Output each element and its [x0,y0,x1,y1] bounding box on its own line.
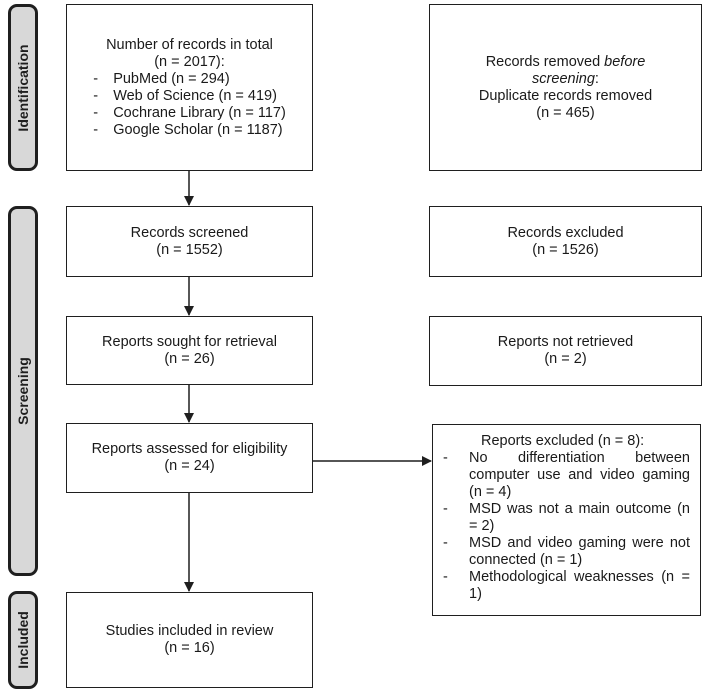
list-item: Web of Science (n = 419) [91,88,286,105]
list-item: Methodological weaknesses (n = 1) [443,569,690,603]
studies-included-count: (n = 16) [164,640,215,656]
list-item: PubMed (n = 294) [91,71,286,88]
identification-box: Number of records in total (n = 2017): P… [66,4,313,171]
list-item: No differentiation between computer use … [443,450,690,501]
list-item: MSD was not a main outcome (n = 2) [443,501,690,535]
records-removed-line3: Duplicate records removed [478,87,653,104]
identification-title: Number of records in total (n = 2017): [106,36,273,70]
reports-excluded-title: Reports excluded (n = 8): [481,433,645,449]
records-removed-box: Records removed before screening: Duplic… [429,4,702,171]
source-list: PubMed (n = 294) Web of Science (n = 419… [91,71,286,139]
phase-identification: Identification [8,4,38,171]
records-screened-box: Records screened (n = 1552) [66,206,313,277]
reports-assessed-count: (n = 24) [164,458,215,474]
studies-included-box: Studies included in review (n = 16) [66,592,313,688]
list-item: Google Scholar (n = 1187) [91,122,286,139]
reports-sought-box: Reports sought for retrieval (n = 26) [66,316,313,385]
reports-sought-label: Reports sought for retrieval [102,333,277,350]
records-removed-count: (n = 465) [536,104,595,121]
phase-screening: Screening [8,206,38,576]
records-excluded-label: Records excluded [507,224,624,241]
exclusion-reasons-list: No differentiation between computer use … [443,450,690,603]
records-excluded-box: Records excluded (n = 1526) [429,206,702,277]
reports-not-retrieved-box: Reports not retrieved (n = 2) [429,316,702,386]
records-screened-count: (n = 1552) [156,241,223,258]
records-removed-line2: screening: [532,70,599,87]
studies-included-label: Studies included in review [105,623,274,639]
phase-included: Included [8,591,38,689]
reports-assessed-label: Reports assessed for eligibility [91,441,288,457]
list-item: MSD and video gaming were not connected … [443,535,690,569]
list-item: Cochrane Library (n = 117) [91,105,286,122]
reports-sought-count: (n = 26) [164,350,215,367]
records-excluded-count: (n = 1526) [532,241,599,258]
reports-not-retrieved-label: Reports not retrieved [497,334,634,350]
records-removed-line1: Records removed before [485,53,646,70]
records-screened-label: Records screened [130,224,249,241]
reports-not-retrieved-count: (n = 2) [544,351,587,367]
reports-assessed-box: Reports assessed for eligibility (n = 24… [66,423,313,493]
reports-excluded-box: Reports excluded (n = 8): No differentia… [432,424,701,616]
